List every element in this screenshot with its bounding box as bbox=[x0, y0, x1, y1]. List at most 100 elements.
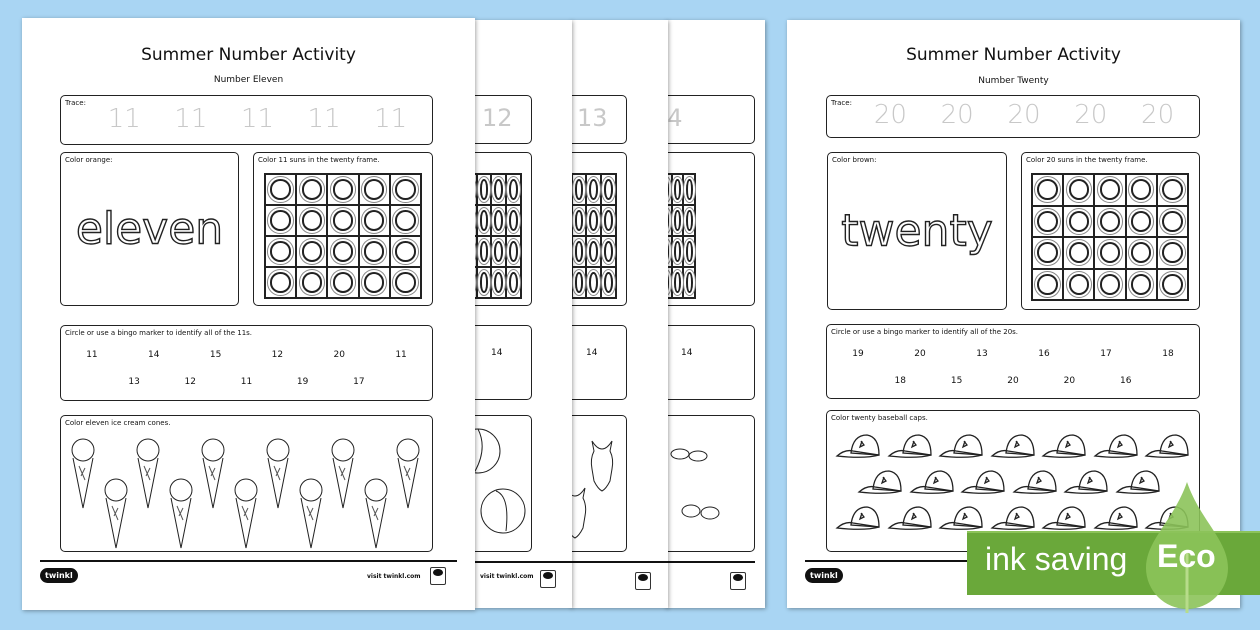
frame-cell[interactable] bbox=[1156, 237, 1188, 269]
visit-link[interactable]: visit twinkl.com bbox=[480, 573, 534, 580]
frame-cell[interactable] bbox=[671, 174, 684, 205]
frame-cell[interactable] bbox=[389, 174, 421, 205]
frame-cell[interactable] bbox=[1063, 237, 1095, 269]
frame-cell[interactable] bbox=[1063, 205, 1095, 237]
frame-cell[interactable] bbox=[327, 205, 359, 236]
ice-cream-cone-icon[interactable] bbox=[232, 476, 260, 551]
frame-cell[interactable] bbox=[586, 174, 602, 205]
frame-cell[interactable] bbox=[601, 205, 616, 236]
baseball-cap-icon[interactable] bbox=[989, 431, 1036, 461]
baseball-cap-icon[interactable] bbox=[938, 503, 984, 533]
frame-cell[interactable] bbox=[491, 174, 507, 205]
frame-cell[interactable] bbox=[389, 267, 421, 298]
frame-cell[interactable] bbox=[601, 174, 616, 205]
frame-cell[interactable] bbox=[683, 205, 695, 236]
frame-cell[interactable] bbox=[506, 267, 521, 298]
baseball-cap-icon[interactable] bbox=[1041, 431, 1087, 461]
ice-cream-cone-icon[interactable] bbox=[264, 436, 292, 511]
baseball-cap-icon[interactable] bbox=[1092, 431, 1139, 461]
ice-cream-cone-icon[interactable] bbox=[362, 476, 390, 551]
frame-cell[interactable] bbox=[601, 236, 616, 267]
frame-cell[interactable] bbox=[358, 267, 390, 298]
baseball-cap-icon[interactable] bbox=[1041, 503, 1087, 533]
frame-cell[interactable] bbox=[491, 236, 507, 267]
frame-cell[interactable] bbox=[265, 205, 297, 236]
ice-cream-cone-icon[interactable] bbox=[199, 436, 227, 511]
frame-cell[interactable] bbox=[1156, 174, 1188, 206]
frame-cell[interactable] bbox=[1125, 174, 1157, 206]
ice-cream-cone-icon[interactable] bbox=[102, 476, 130, 551]
frame-cell[interactable] bbox=[671, 205, 684, 236]
frame-cell[interactable] bbox=[506, 174, 521, 205]
frame-cell[interactable] bbox=[327, 267, 359, 298]
ice-cream-cone-icon[interactable] bbox=[297, 476, 325, 551]
frame-cell[interactable] bbox=[1063, 268, 1095, 300]
baseball-cap-icon[interactable] bbox=[1011, 467, 1058, 497]
frame-cell[interactable] bbox=[389, 205, 421, 236]
frame-cell[interactable] bbox=[1032, 205, 1064, 237]
frame-cell[interactable] bbox=[683, 267, 695, 298]
frame-cell[interactable] bbox=[571, 267, 587, 298]
baseball-cap-icon[interactable] bbox=[835, 503, 881, 533]
frame-cell[interactable] bbox=[671, 267, 684, 298]
frame-cell[interactable] bbox=[491, 205, 507, 236]
baseball-cap-icon[interactable] bbox=[1092, 503, 1139, 533]
frame-cell[interactable] bbox=[475, 267, 477, 298]
frame-cell[interactable] bbox=[296, 205, 328, 236]
frame-cell[interactable] bbox=[586, 236, 602, 267]
frame-cell[interactable] bbox=[358, 236, 390, 267]
frame-cell[interactable] bbox=[506, 205, 521, 236]
ice-cream-cone-icon[interactable] bbox=[167, 476, 195, 551]
frame-cell[interactable] bbox=[476, 205, 492, 236]
baseball-cap-icon[interactable] bbox=[886, 431, 933, 461]
frame-cell[interactable] bbox=[1094, 205, 1126, 237]
frame-cell[interactable] bbox=[571, 236, 587, 267]
baseball-cap-icon[interactable] bbox=[1063, 467, 1109, 497]
visit-link[interactable]: visit twinkl.com bbox=[367, 573, 421, 580]
frame-cell[interactable] bbox=[327, 236, 359, 267]
frame-cell[interactable] bbox=[265, 267, 297, 298]
baseball-cap-icon[interactable] bbox=[989, 503, 1036, 533]
ice-cream-cone-icon[interactable] bbox=[394, 436, 422, 511]
ice-cream-cone-icon[interactable] bbox=[69, 436, 97, 511]
baseball-cap-icon[interactable] bbox=[886, 503, 933, 533]
frame-cell[interactable] bbox=[475, 205, 477, 236]
frame-cell[interactable] bbox=[296, 236, 328, 267]
frame-cell[interactable] bbox=[601, 267, 616, 298]
baseball-cap-icon[interactable] bbox=[835, 431, 881, 461]
frame-cell[interactable] bbox=[476, 174, 492, 205]
frame-cell[interactable] bbox=[1032, 174, 1064, 206]
frame-cell[interactable] bbox=[296, 267, 328, 298]
frame-cell[interactable] bbox=[683, 236, 695, 267]
frame-cell[interactable] bbox=[586, 205, 602, 236]
frame-cell[interactable] bbox=[265, 174, 297, 205]
frame-cell[interactable] bbox=[1125, 268, 1157, 300]
baseball-cap-icon[interactable] bbox=[1144, 431, 1190, 461]
frame-cell[interactable] bbox=[358, 174, 390, 205]
ice-cream-cone-icon[interactable] bbox=[134, 436, 162, 511]
baseball-cap-icon[interactable] bbox=[960, 467, 1006, 497]
frame-cell[interactable] bbox=[476, 236, 492, 267]
frame-cell[interactable] bbox=[506, 236, 521, 267]
frame-cell[interactable] bbox=[1063, 174, 1095, 206]
frame-cell[interactable] bbox=[327, 174, 359, 205]
frame-cell[interactable] bbox=[476, 267, 492, 298]
frame-cell[interactable] bbox=[1094, 174, 1126, 206]
frame-cell[interactable] bbox=[1032, 237, 1064, 269]
baseball-cap-icon[interactable] bbox=[857, 467, 903, 497]
frame-cell[interactable] bbox=[389, 236, 421, 267]
frame-cell[interactable] bbox=[491, 267, 507, 298]
frame-cell[interactable] bbox=[571, 205, 587, 236]
frame-cell[interactable] bbox=[1156, 268, 1188, 300]
frame-cell[interactable] bbox=[571, 174, 587, 205]
frame-cell[interactable] bbox=[1032, 268, 1064, 300]
baseball-cap-icon[interactable] bbox=[1114, 467, 1161, 497]
frame-cell[interactable] bbox=[475, 174, 477, 205]
frame-cell[interactable] bbox=[265, 236, 297, 267]
frame-cell[interactable] bbox=[683, 174, 695, 205]
baseball-cap-icon[interactable] bbox=[908, 467, 955, 497]
frame-cell[interactable] bbox=[358, 205, 390, 236]
frame-cell[interactable] bbox=[586, 267, 602, 298]
frame-cell[interactable] bbox=[671, 236, 684, 267]
frame-cell[interactable] bbox=[296, 174, 328, 205]
